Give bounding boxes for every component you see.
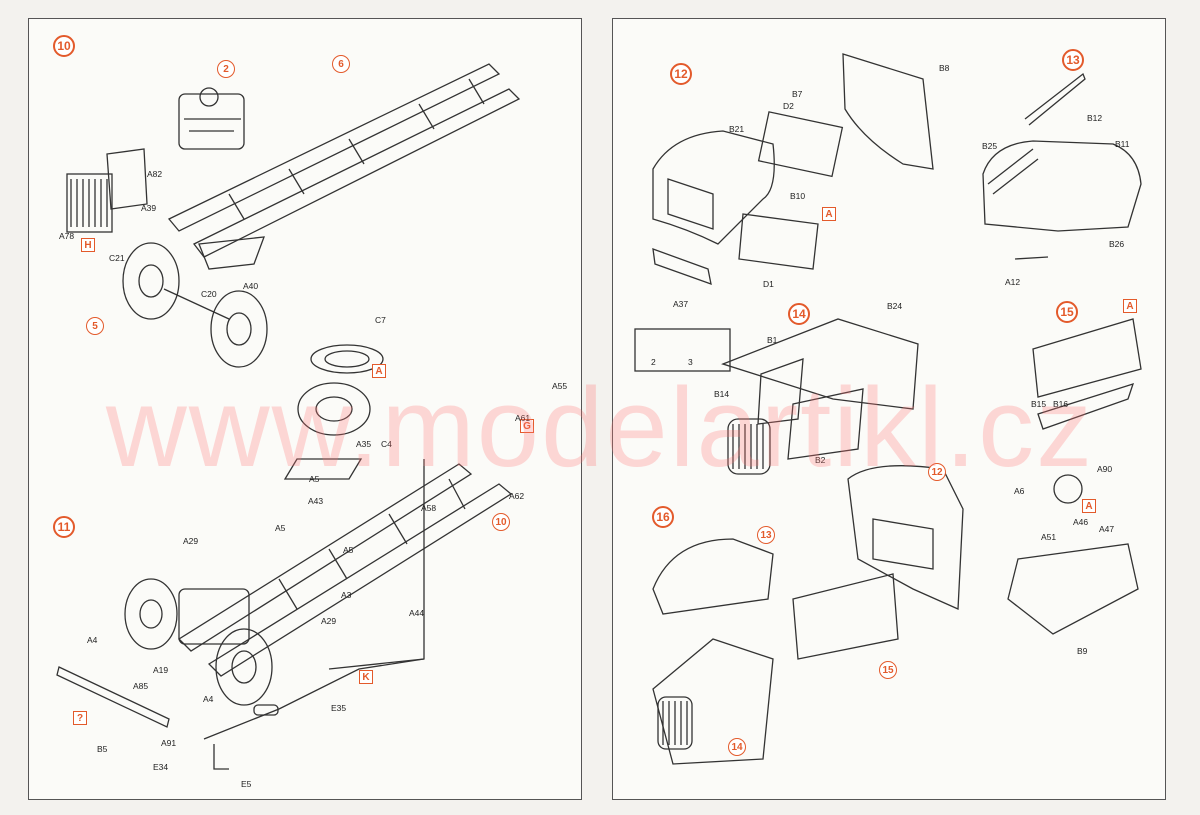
part-label: A5 — [343, 545, 354, 555]
subassembly-10: 10 — [492, 513, 510, 531]
subassembly-14: 14 — [728, 738, 746, 756]
part-label: E35 — [331, 703, 347, 713]
part-label: C7 — [375, 315, 386, 325]
part-label: B7 — [792, 89, 803, 99]
part-label: A91 — [161, 738, 177, 748]
part-label: B8 — [939, 63, 950, 73]
paint-ref-unknown: ? — [73, 711, 87, 725]
part-label: B10 — [790, 191, 806, 201]
part-label: 3 — [688, 357, 693, 367]
step-16-number: 16 — [652, 506, 674, 528]
step-10-11-line-art — [56, 63, 521, 770]
part-label: E5 — [241, 779, 252, 789]
part-label: A5 — [275, 523, 286, 533]
part-label: A39 — [141, 203, 157, 213]
paint-ref-a: A — [1123, 299, 1137, 313]
part-label: B2 — [815, 455, 826, 465]
part-label: B14 — [714, 389, 730, 399]
part-label: B21 — [729, 124, 745, 134]
part-label: A51 — [1041, 532, 1057, 542]
part-label: B11 — [1115, 139, 1130, 149]
part-label: A6 — [1014, 486, 1025, 496]
part-label: B1 — [767, 335, 778, 345]
subassembly-15: 15 — [879, 661, 897, 679]
step-11-number: 11 — [53, 516, 75, 538]
part-label: A78 — [59, 231, 75, 241]
part-label: A4 — [87, 635, 98, 645]
part-label: B9 — [1077, 646, 1088, 656]
part-label: A46 — [1073, 517, 1089, 527]
part-label: E34 — [153, 762, 169, 772]
instruction-page-right: 12 13 14 15 16 12 13 14 15 A A A B8 B7 D… — [612, 18, 1166, 800]
subassembly-6: 6 — [332, 55, 350, 73]
part-label: B24 — [887, 301, 903, 311]
paint-ref-g: G — [520, 419, 534, 433]
part-label: B12 — [1087, 113, 1103, 123]
step-13-number: 13 — [1062, 49, 1084, 71]
part-label: B26 — [1109, 239, 1125, 249]
subassembly-2: 2 — [217, 60, 235, 78]
part-label: A40 — [243, 281, 259, 291]
part-label: A44 — [409, 608, 425, 618]
part-label: A37 — [673, 299, 689, 309]
part-label: A55 — [552, 381, 568, 391]
step-14-number: 14 — [788, 303, 810, 325]
paint-ref-a: A — [822, 207, 836, 221]
part-label: B25 — [982, 141, 998, 151]
part-label: A5 — [309, 474, 320, 484]
part-label: A61 — [515, 413, 531, 423]
step-12-number: 12 — [670, 63, 692, 85]
part-label: A4 — [203, 694, 214, 704]
part-label: A19 — [153, 665, 169, 675]
part-label: C4 — [381, 439, 392, 449]
paint-ref-k: K — [359, 670, 373, 684]
part-label: A12 — [1005, 277, 1021, 287]
part-label: C21 — [109, 253, 125, 263]
paint-ref-a: A — [372, 364, 386, 378]
step-15-number: 15 — [1056, 301, 1078, 323]
part-label: A29 — [321, 616, 337, 626]
part-label: A82 — [147, 169, 163, 179]
part-label: A43 — [308, 496, 324, 506]
part-label: 2 — [651, 357, 656, 367]
paint-ref-a: A — [1082, 499, 1096, 513]
step-12-16-line-art — [634, 53, 1142, 765]
part-label: A90 — [1097, 464, 1113, 474]
part-label: B15 — [1031, 399, 1047, 409]
instruction-page-left: 10 11 2 6 5 10 H A G K ? A82 A39 A78 C21… — [28, 18, 582, 800]
part-label: A29 — [183, 536, 199, 546]
paint-ref-h: H — [81, 238, 95, 252]
subassembly-13: 13 — [757, 526, 775, 544]
part-label: A85 — [133, 681, 149, 691]
part-label: D2 — [783, 101, 794, 111]
part-label: A62 — [509, 491, 525, 501]
part-label: A3 — [341, 590, 352, 600]
subassembly-5: 5 — [86, 317, 104, 335]
part-label: D1 — [763, 279, 774, 289]
part-label: C20 — [201, 289, 217, 299]
part-label: B5 — [97, 744, 108, 754]
subassembly-12: 12 — [928, 463, 946, 481]
part-label: A58 — [421, 503, 437, 513]
step-10-number: 10 — [53, 35, 75, 57]
part-label: A47 — [1099, 524, 1115, 534]
part-label: A35 — [356, 439, 372, 449]
part-label: B16 — [1053, 399, 1069, 409]
